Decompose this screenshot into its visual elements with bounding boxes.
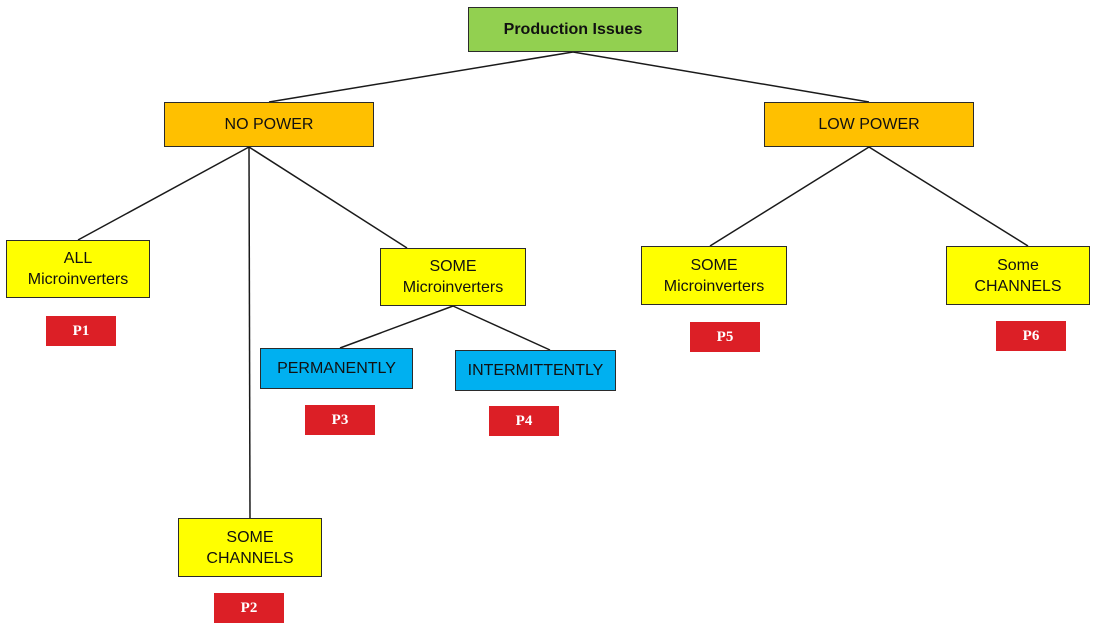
- lp-some-micro-line2: Microinverters: [663, 277, 765, 295]
- root-node-production-issues: Production Issues: [468, 7, 678, 52]
- np-some-channels-line1: SOME: [226, 528, 274, 546]
- node-no-power-some-microinverters: SOME Microinverters: [380, 248, 526, 306]
- link-root-no-power: [268, 51, 574, 103]
- low-power-label: LOW POWER: [818, 116, 920, 133]
- all-micro-line1: ALL: [63, 250, 93, 267]
- node-low-power-some-microinverters: SOME Microinverters: [641, 246, 787, 305]
- lp-some-channels-line1: Some: [997, 256, 1039, 274]
- badge-p2: P2: [214, 593, 284, 623]
- link-low-power-some-micro: [709, 146, 870, 247]
- link-no-power-some-micro: [248, 146, 408, 249]
- lp-some-micro-line1: SOME: [690, 256, 738, 274]
- node-permanently: PERMANENTLY: [260, 348, 413, 389]
- badge-p1: P1: [46, 316, 116, 346]
- badge-p6: P6: [996, 321, 1066, 351]
- node-low-power: LOW POWER: [764, 102, 974, 147]
- permanently-label: PERMANENTLY: [277, 360, 396, 377]
- all-micro-line2: Microinverters: [27, 271, 129, 288]
- link-some-micro-intermittently: [452, 305, 551, 351]
- node-low-power-some-channels: Some CHANNELS: [946, 246, 1090, 305]
- no-power-label: NO POWER: [224, 116, 314, 133]
- link-low-power-some-channels: [868, 146, 1029, 247]
- np-some-micro-line1: SOME: [429, 258, 477, 275]
- node-no-power: NO POWER: [164, 102, 374, 147]
- node-all-microinverters: ALL Microinverters: [6, 240, 150, 298]
- badge-p5: P5: [690, 322, 760, 352]
- badge-p4: P4: [489, 406, 559, 436]
- link-root-low-power: [572, 51, 870, 103]
- node-intermittently: INTERMITTENTLY: [455, 350, 616, 391]
- np-some-micro-line2: Microinverters: [402, 279, 504, 296]
- link-some-micro-permanently: [339, 305, 454, 349]
- root-label: Production Issues: [503, 21, 643, 38]
- intermittently-label: INTERMITTENTLY: [467, 362, 604, 379]
- link-no-power-all-micro: [77, 146, 250, 241]
- badge-p3: P3: [305, 405, 375, 435]
- np-some-channels-line2: CHANNELS: [206, 549, 294, 567]
- node-no-power-some-channels: SOME CHANNELS: [178, 518, 322, 577]
- link-no-power-some-channels: [248, 146, 251, 519]
- lp-some-channels-line2: CHANNELS: [974, 277, 1062, 295]
